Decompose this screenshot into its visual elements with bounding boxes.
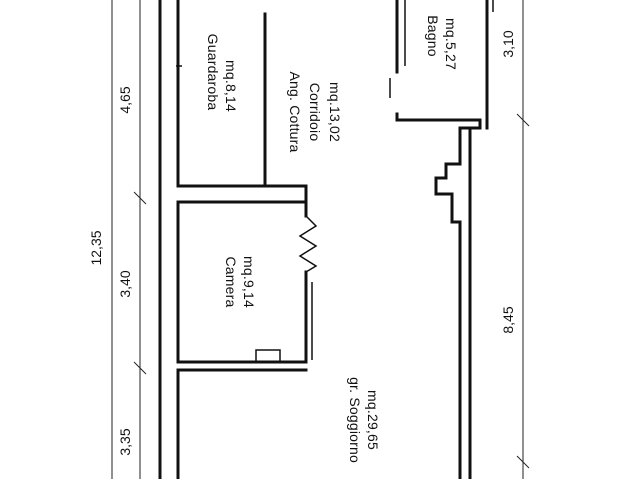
guardaroba-area: mq.8,14 <box>223 60 239 112</box>
right-dimension-lines <box>516 0 530 479</box>
room-guardaroba: Guardaroba mq.8,14 <box>205 34 239 112</box>
soggiorno-name: gr. Soggiorno <box>347 377 363 463</box>
dim-seg-mid-left: 3,40 <box>117 270 133 297</box>
guardaroba-name: Guardaroba <box>205 34 221 111</box>
cucina-area: mq.13,02 <box>327 82 343 142</box>
camera-name: Camera <box>223 257 239 308</box>
bagno-area: mq.5,27 <box>443 18 459 70</box>
left-dimension-lines <box>111 0 147 479</box>
dim-right-bottom: 8,45 <box>500 306 516 333</box>
room-camera: Camera mq.9,14 <box>223 256 257 308</box>
dim-seg-top-left: 4,65 <box>117 86 133 113</box>
cucina-name: Ang. Cottura <box>287 72 303 153</box>
dim-total-left: 12,35 <box>88 230 104 265</box>
dimension-labels: 12,35 4,65 3,40 3,35 3,10 8,45 <box>88 30 516 455</box>
soggiorno-area: mq.29,65 <box>365 390 381 450</box>
room-cucina: Ang. Cottura Corridoio mq.13,02 <box>287 72 343 153</box>
room-bagno: Bagno mq.5,27 <box>425 15 459 70</box>
cucina-name-2: Corridoio <box>307 83 323 142</box>
dim-seg-bot-left: 3,35 <box>117 428 133 455</box>
bagno-name: Bagno <box>425 15 441 56</box>
walls <box>158 0 494 479</box>
dim-right-top: 3,10 <box>500 30 516 57</box>
room-soggiorno: gr. Soggiorno mq.29,65 <box>347 377 381 463</box>
camera-area: mq.9,14 <box>241 256 257 308</box>
